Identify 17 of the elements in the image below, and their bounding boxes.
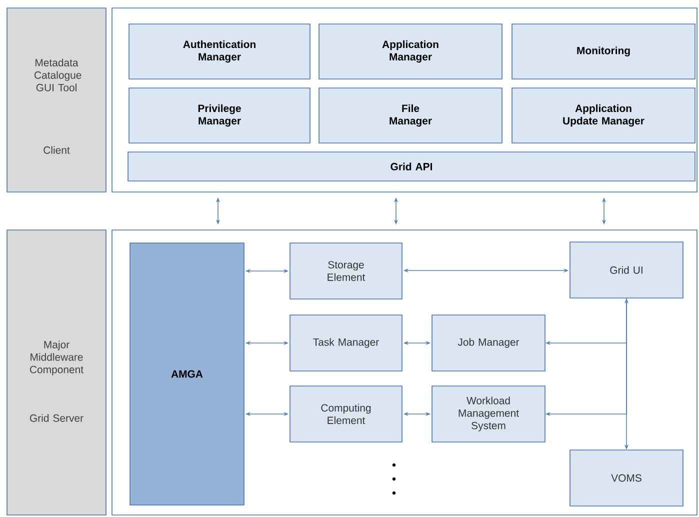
component-box: Monitoring [512, 24, 696, 80]
component-box: Application Manager [318, 24, 502, 80]
component-box: Authentication Manager [128, 24, 310, 80]
component-box: AMGA [130, 242, 244, 506]
component-box: Grid UI [570, 242, 684, 298]
component-box: Application Update Manager [512, 88, 696, 144]
component-box: File Manager [318, 88, 502, 144]
component-box: Storage Element [290, 242, 402, 300]
component-box: Task Manager [290, 314, 402, 372]
side-label-box: Metadata Catalogue GUI Tool Client [6, 8, 106, 192]
component-box: Computing Element [290, 386, 402, 442]
component-box: Workload Management System [432, 386, 546, 442]
component-box: Grid API [128, 152, 696, 182]
component-box: Privilege Manager [128, 88, 310, 144]
component-box: VOMS [570, 450, 684, 506]
side-label-box: Major Middleware Component Grid Server [6, 230, 106, 516]
component-box: Job Manager [432, 314, 546, 372]
